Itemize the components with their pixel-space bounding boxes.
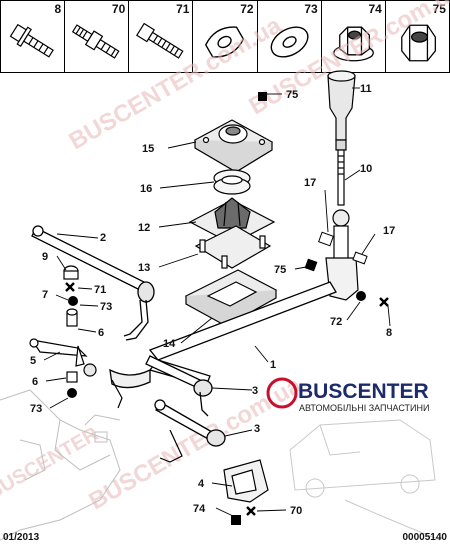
stud-bolt-icon: [72, 24, 120, 59]
callout-label: 3: [252, 385, 258, 397]
hardware-number: 75: [432, 2, 446, 16]
callout-label: 72: [330, 316, 342, 328]
shift-rod: [31, 225, 155, 341]
callout-label: 73: [30, 403, 42, 415]
callout-label: 6: [32, 376, 38, 388]
hex-nut-icon: [400, 24, 436, 62]
upper-mount: [193, 119, 274, 173]
hardware-number: 74: [368, 2, 382, 16]
flat-washer-icon: [270, 26, 309, 58]
callout-label: 16: [140, 183, 152, 195]
hardware-cell-74: 74: [320, 0, 385, 73]
callout-label: 10: [360, 163, 372, 175]
hardware-number: 73: [304, 2, 318, 16]
callout-label: 70: [290, 505, 302, 517]
callout-label: 4: [198, 478, 205, 490]
callout-label: 71: [94, 284, 106, 296]
shift-arm: [111, 379, 183, 463]
bolt-flange-icon: [9, 23, 54, 58]
callout-label: 9: [42, 251, 48, 263]
callout-label: 14: [163, 338, 176, 350]
hardware-legend: 8 70 71: [0, 0, 450, 73]
hardware-cell-75: 75: [384, 0, 450, 73]
hardware-cell-8: 8: [0, 0, 65, 73]
leader-lines: [43, 87, 391, 517]
mounting-bracket: [223, 459, 269, 503]
washer-marker: [68, 296, 78, 306]
brand-logo: BUSCENTER АВТОМОБІЛЬНІ ЗАПЧАСТИНИ: [266, 377, 429, 413]
gear-knob: [327, 70, 356, 151]
hardware-number: 8: [54, 2, 62, 16]
callout-label: 75: [274, 264, 286, 276]
footer-date: 01/2013: [3, 532, 40, 543]
callout-label: 1: [270, 359, 276, 371]
callout-label: 7: [42, 289, 48, 301]
hardware-number: 72: [240, 2, 254, 16]
flange-nut-icon: [332, 26, 374, 62]
gear-boot: [188, 197, 276, 245]
rubber-ring: [213, 169, 251, 195]
select-lever: [29, 265, 97, 383]
nut-marker: [258, 92, 267, 101]
callout-label: 13: [138, 262, 150, 274]
callout-label: 3: [254, 423, 260, 435]
hardware-cell-70: 70: [64, 0, 129, 73]
van-silhouette: [289, 419, 441, 541]
callout-label: 12: [138, 222, 150, 234]
callout-label: 73: [100, 301, 112, 313]
base-plate: [184, 269, 278, 327]
callout-label: 11: [360, 83, 372, 95]
callout-label: 17: [304, 177, 316, 189]
callout-label: 5: [30, 355, 36, 367]
hardware-number: 70: [111, 2, 126, 16]
boot-base: [194, 225, 272, 269]
nut-marker: [231, 515, 241, 525]
callout-label: 2: [100, 232, 106, 244]
footer-reference: 00005140: [402, 532, 448, 543]
cross-marker: [65, 282, 389, 516]
link-rod: [145, 355, 226, 447]
brand-mark-icon: [266, 377, 298, 409]
callout-label: 75: [286, 89, 298, 101]
hardware-cell-71: 71: [128, 0, 193, 73]
hardware-cell-73: 73: [256, 0, 321, 73]
chassis-outline: [0, 389, 121, 541]
callout-label: 8: [386, 327, 392, 339]
hardware-number: 71: [176, 2, 190, 16]
callout-label: 15: [142, 143, 154, 155]
brand-name: BUSCENTER: [298, 380, 429, 403]
pivot-bolt: [318, 231, 368, 265]
gear-lever-rod: [325, 149, 359, 301]
washer-marker: [356, 291, 366, 301]
curved-washer-icon: [205, 26, 245, 58]
callout-label: 17: [383, 225, 395, 237]
washer-marker: [67, 388, 77, 398]
hardware-cell-72: 72: [192, 0, 257, 73]
nut-marker: [304, 258, 318, 272]
brand-tagline: АВТОМОБІЛЬНІ ЗАПЧАСТИНИ: [299, 403, 429, 413]
callout-label: 74: [193, 503, 206, 515]
callout-label: 6: [98, 327, 104, 339]
threaded-bolt-icon: [136, 22, 184, 59]
